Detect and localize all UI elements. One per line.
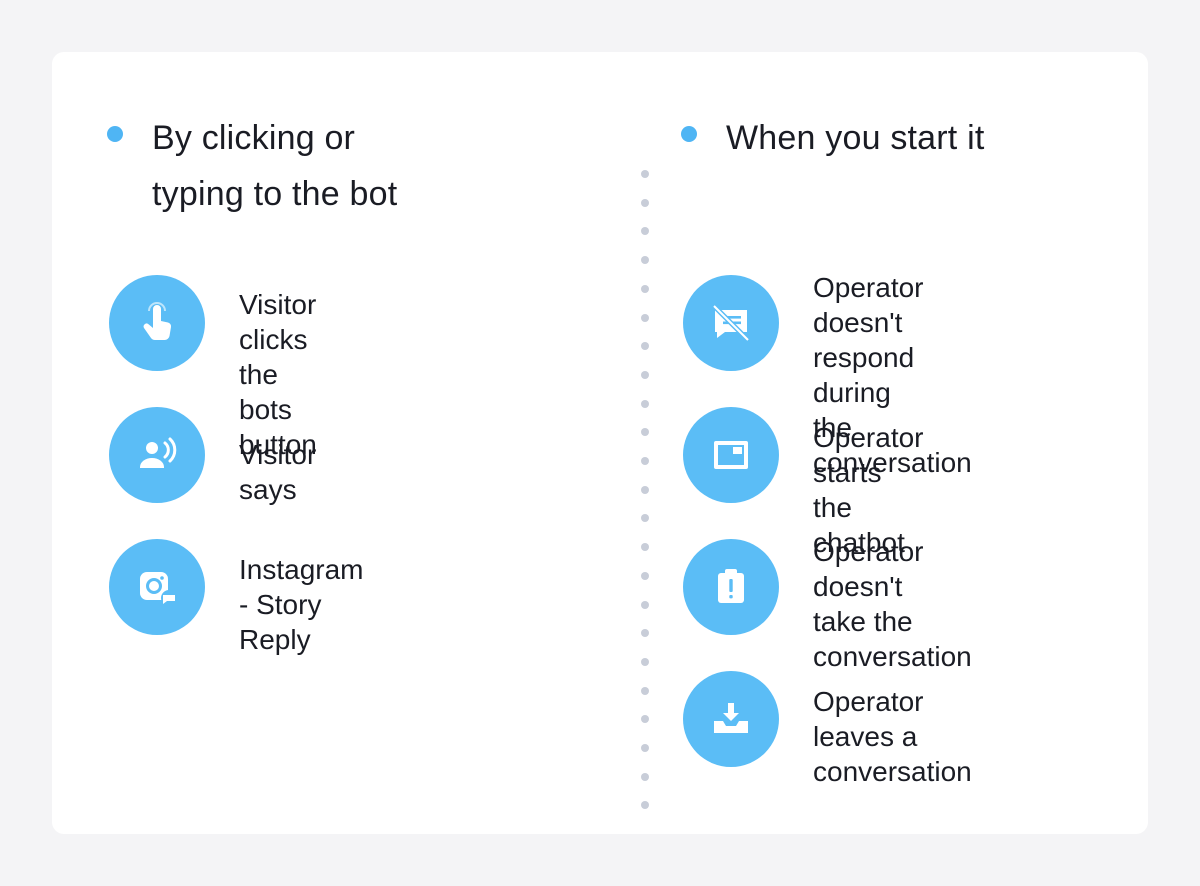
- right-heading: When you start it: [726, 119, 985, 157]
- trigger-label: Operator leaves a conversation: [813, 686, 972, 787]
- divider-dot: [641, 370, 649, 379]
- alert-clipboard-icon: [683, 539, 779, 635]
- divider-dot: [641, 457, 649, 465]
- divider-dot: [641, 399, 649, 408]
- trigger-label: Operator doesn't respond during the conv…: [813, 272, 972, 478]
- divider-dot: [641, 686, 649, 695]
- column-divider: [640, 170, 650, 820]
- divider-dot: [641, 571, 649, 580]
- divider-dot: [641, 170, 649, 178]
- divider-dot: [641, 256, 649, 265]
- divider-dot: [641, 600, 649, 609]
- divider-dot: [641, 744, 649, 752]
- divider-dot: [641, 629, 649, 638]
- divider-dot: [641, 227, 649, 236]
- divider-dot: [641, 772, 649, 781]
- divider-dot: [641, 514, 649, 523]
- divider-dot: [641, 801, 649, 810]
- instagram-reply-icon: [109, 539, 205, 635]
- trigger-label: Visitor says: [239, 439, 317, 505]
- left-heading: By clicking or typing to the bot: [152, 119, 398, 213]
- speaking-person-icon: [109, 407, 205, 503]
- trigger-label: Instagram - Story Reply: [239, 554, 364, 655]
- divider-dot: [641, 428, 649, 437]
- trigger-label: Operator doesn't take the conversation: [813, 536, 972, 672]
- tap-finger-icon: [109, 275, 205, 371]
- divider-dot: [641, 198, 649, 207]
- divider-dot: [641, 657, 649, 666]
- trigger-card: By clicking or typing to the bot Visitor…: [52, 52, 1148, 834]
- no-message-icon: [683, 275, 779, 371]
- window-icon: [683, 407, 779, 503]
- trigger-label: Operator starts the chatbot: [813, 422, 924, 558]
- divider-dot: [641, 543, 649, 552]
- inbox-download-icon: [683, 671, 779, 767]
- trigger-label: Visitor clicks the bots button: [239, 289, 317, 460]
- right-heading-bullet: [681, 126, 697, 142]
- divider-dot: [641, 715, 649, 724]
- divider-dot: [641, 284, 649, 293]
- divider-dot: [641, 485, 649, 494]
- divider-dot: [641, 313, 649, 322]
- left-heading-bullet: [107, 126, 123, 142]
- divider-dot: [641, 342, 649, 351]
